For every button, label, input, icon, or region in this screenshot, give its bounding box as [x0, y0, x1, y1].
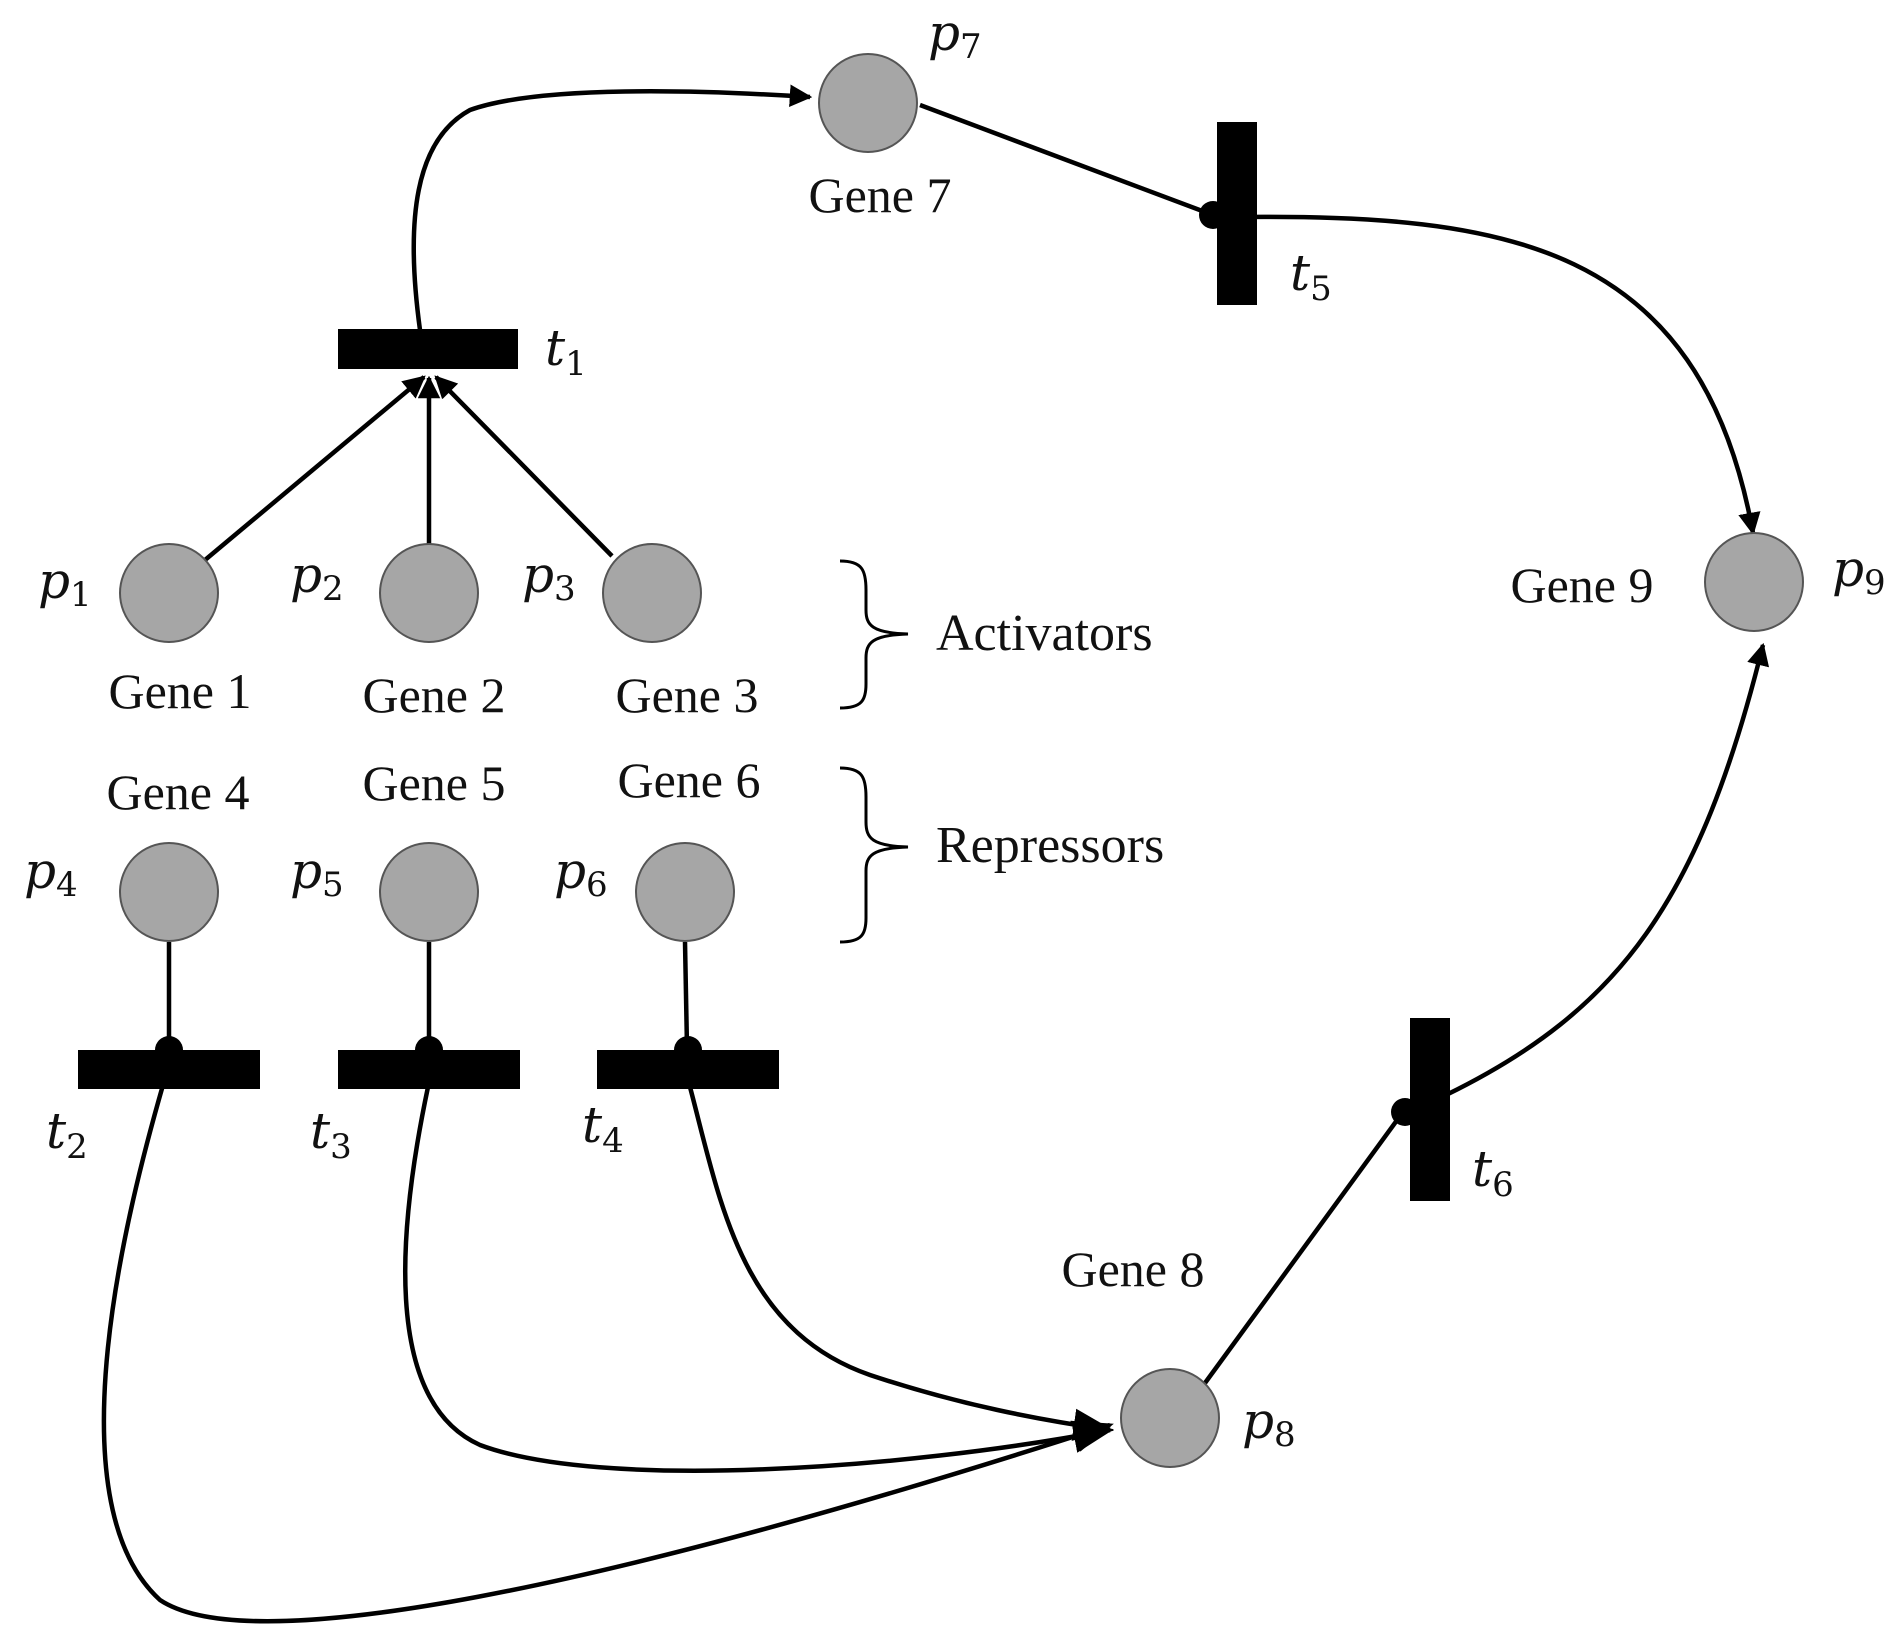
place-symbol-p5: p5 — [290, 842, 344, 905]
gene-label-1: Gene 1 — [109, 663, 252, 719]
arc-t5-p9 — [1239, 214, 1761, 536]
place-symbol-p7: p7 — [928, 4, 982, 67]
transitions — [78, 122, 1450, 1201]
activators-label: Activators — [936, 605, 1153, 662]
arc-t3-p8 — [402, 1086, 1114, 1473]
place-p5 — [379, 842, 479, 942]
transition-t3 — [338, 1050, 520, 1089]
gene-label-3: Gene 3 — [616, 667, 759, 723]
transition-symbol-t2: t2 — [46, 1102, 88, 1167]
place-p7 — [818, 53, 918, 153]
place-p1 — [119, 543, 219, 643]
transition-symbols: t1 t2 t3 t4 t5 t6 — [46, 244, 1514, 1205]
places — [119, 53, 1804, 1468]
place-symbol-p6: p6 — [554, 842, 608, 905]
gene-label-6: Gene 6 — [618, 752, 761, 808]
place-p3 — [602, 543, 702, 643]
activators-brace — [839, 559, 909, 710]
arc-p8-t6 — [1203, 1110, 1405, 1385]
gene-labels: Gene 1 Gene 2 Gene 3 Gene 4 Gene 5 Gene … — [107, 167, 1654, 1297]
gene-label-4: Gene 4 — [107, 764, 250, 820]
place-p2 — [379, 543, 479, 643]
place-symbol-p2: p2 — [290, 546, 344, 609]
place-symbol-p4: p4 — [24, 842, 78, 905]
place-p9 — [1704, 532, 1804, 632]
group-braces — [839, 559, 909, 944]
transition-symbol-t3: t3 — [310, 1102, 352, 1167]
transition-t4 — [597, 1050, 779, 1089]
arc-p1-t1 — [203, 375, 426, 562]
gene-label-2: Gene 2 — [363, 667, 506, 723]
place-symbols: p1 p2 p3 p4 p5 p6 p7 p8 p9 — [24, 4, 1886, 1455]
arc-t4-p8 — [687, 1086, 1115, 1441]
repressors-label: Repressors — [936, 817, 1164, 874]
place-symbol-p3: p3 — [522, 546, 576, 609]
gene-label-7: Gene 7 — [809, 167, 952, 223]
arc-t6-p9 — [1445, 642, 1770, 1098]
place-symbol-p1: p1 — [38, 552, 92, 615]
transition-t5 — [1217, 122, 1257, 305]
gene-label-5: Gene 5 — [363, 755, 506, 811]
arc-t2-p8 — [101, 1084, 1114, 1624]
place-symbol-p9: p9 — [1832, 540, 1886, 603]
arc-t1-p7 — [411, 84, 813, 331]
group-labels: Activators Repressors — [936, 605, 1164, 874]
transition-symbol-t4: t4 — [582, 1096, 624, 1161]
place-symbol-p8: p8 — [1242, 1392, 1296, 1455]
arc-p3-t1 — [434, 375, 614, 558]
arc-p6-t4 — [682, 941, 690, 1049]
transition-t1 — [338, 329, 518, 369]
place-p8 — [1120, 1368, 1220, 1468]
gene-label-8: Gene 8 — [1062, 1241, 1205, 1297]
transition-t6 — [1410, 1018, 1450, 1201]
transition-symbol-t5: t5 — [1290, 244, 1332, 309]
transition-symbol-t6: t6 — [1472, 1140, 1514, 1205]
transition-symbol-t1: t1 — [545, 319, 587, 384]
gene-label-9: Gene 9 — [1511, 557, 1654, 613]
arc-p7-t5 — [919, 102, 1214, 218]
repressors-brace — [839, 766, 909, 944]
transition-t2 — [78, 1050, 260, 1089]
place-p4 — [119, 842, 219, 942]
edges — [101, 84, 1770, 1624]
place-p6 — [635, 842, 735, 942]
